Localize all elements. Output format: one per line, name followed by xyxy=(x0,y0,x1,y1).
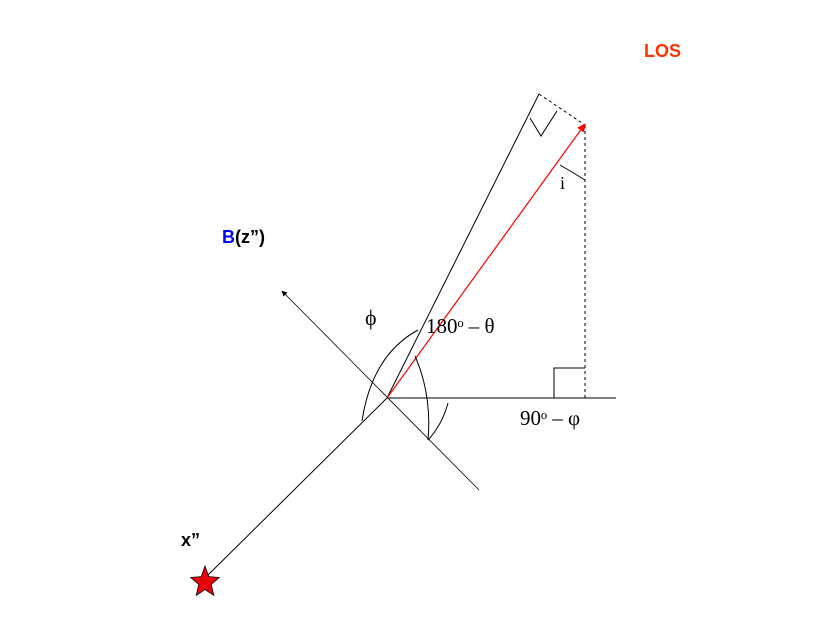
x-axis-line xyxy=(204,397,388,579)
b-axis-label: B(z”) xyxy=(222,228,265,246)
angle-theta-arc xyxy=(414,355,430,441)
los-plane-line xyxy=(386,93,540,399)
x-axis-label: x” xyxy=(181,530,201,550)
dashed-top-line xyxy=(538,93,586,126)
angle-i-label: i xyxy=(560,173,566,193)
angle-i-arc xyxy=(559,164,586,181)
star-icon xyxy=(189,564,221,597)
b-letter: B xyxy=(222,227,235,247)
los-vector xyxy=(386,123,586,399)
angle-theta-label: 180ᵒ – θ xyxy=(426,314,495,338)
angle-varphi-label: 90ᵒ – φ xyxy=(520,406,581,430)
b-axis-line xyxy=(281,290,480,491)
angle-phi-label: ϕ xyxy=(365,305,377,330)
right-angle-top xyxy=(529,110,558,137)
angle-phi-arc xyxy=(361,329,419,422)
angle-varphi-arc xyxy=(427,402,449,441)
right-angle-bottom xyxy=(553,367,585,398)
b-rest: (z”) xyxy=(235,227,265,247)
los-label: LOS xyxy=(644,41,682,61)
